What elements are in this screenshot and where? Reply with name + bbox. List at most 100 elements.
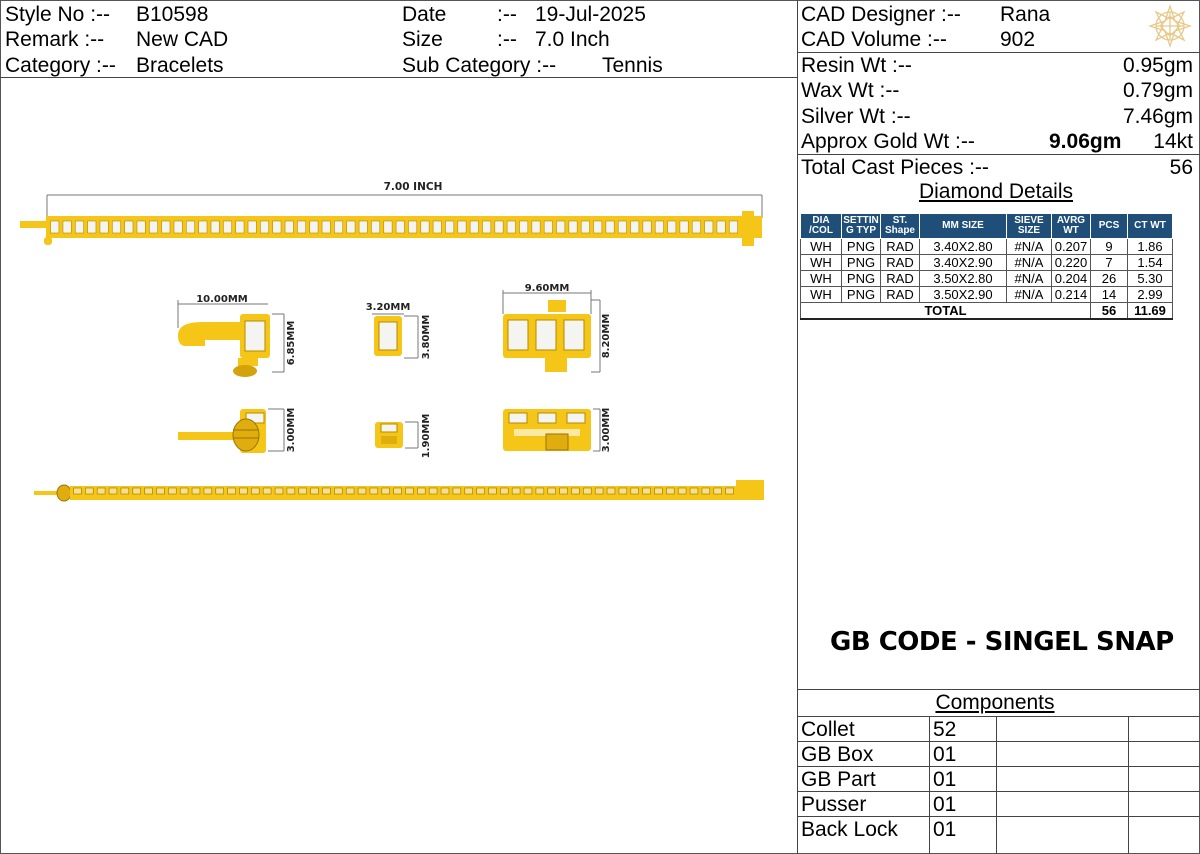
side-link [73, 487, 82, 495]
stone-setting [457, 220, 467, 234]
resin-weight-value: 0.95gm [1122, 54, 1193, 77]
components-col-divider-3 [1128, 716, 1129, 854]
wax-weight-label: Wax Wt :-- [801, 79, 900, 102]
cell-setting: PNG [841, 270, 881, 287]
side-link [642, 487, 651, 495]
clasp-width-label: 10.00MM [196, 294, 248, 305]
cast-pieces-label: Total Cast Pieces :-- [801, 156, 989, 179]
components-title: Components [935, 691, 1055, 714]
stone-setting [210, 220, 220, 234]
side-link [701, 487, 711, 495]
stone-setting [371, 220, 381, 234]
component-name: GB Box [801, 743, 874, 766]
stone-setting [593, 220, 603, 234]
wax-weight-value: 0.79gm [1122, 79, 1193, 102]
side-link [120, 487, 130, 495]
header-average-weight: AVRG WT [1056, 215, 1086, 236]
cell-setting: PNG [841, 286, 881, 303]
cell-avg-wt: 0.204 [1051, 270, 1091, 287]
side-link [488, 487, 497, 495]
cell-dia-col: WH [800, 254, 842, 271]
cell-shape: RAD [880, 286, 920, 303]
cast-pieces-value: 56 [1169, 156, 1193, 179]
side-link [417, 487, 426, 495]
date-value: 19-Jul-2025 [535, 3, 646, 26]
table-row: WH PNG RAD 3.50X2.90 #N/A 0.214 14 2.99 [800, 286, 1173, 303]
total-label: TOTAL [800, 302, 1091, 320]
component-qty: 52 [933, 718, 957, 741]
cell-pcs: 14 [1090, 286, 1128, 303]
category-label: Category :-- [5, 54, 116, 77]
cell-avg-wt: 0.220 [1051, 254, 1091, 271]
diamond-details-table: DIA /COL SETTIN G TYP ST. Shape MM SIZE … [800, 213, 1173, 320]
stone-setting [260, 220, 270, 234]
side-link [618, 487, 628, 495]
remark-value: New CAD [136, 28, 229, 51]
gold-weight-label: Approx Gold Wt :-- [801, 130, 975, 153]
collet-side-view: 1.90MM [375, 414, 432, 458]
side-link [156, 487, 165, 495]
stone-setting [334, 220, 344, 234]
stone-setting [358, 220, 368, 234]
stone-setting [519, 220, 529, 234]
date-separator: :-- [497, 3, 517, 26]
length-dimension: 7.00 INCH [46, 181, 763, 218]
stone-setting [383, 220, 393, 234]
cell-sieve: #N/A [1006, 254, 1052, 271]
header-pcs: PCS [1098, 220, 1120, 231]
header-stone-shape: ST. Shape [884, 215, 915, 236]
side-link [96, 487, 106, 495]
side-link [500, 487, 509, 495]
components-row-divider [797, 741, 1200, 742]
header-dia-col: DIA /COL [809, 215, 833, 236]
stone-setting [580, 220, 590, 234]
remark-label: Remark :-- [5, 28, 105, 51]
side-link [476, 487, 485, 495]
side-link [286, 487, 296, 495]
side-link [85, 487, 94, 495]
cell-pcs: 26 [1090, 270, 1128, 287]
stone-setting [198, 220, 208, 234]
cell-ct-wt: 1.54 [1127, 254, 1173, 271]
cell-shape: RAD [880, 238, 920, 255]
side-link [322, 487, 331, 495]
stone-setting [186, 220, 195, 234]
cell-mm-size: 3.50X2.90 [919, 286, 1007, 303]
stone-setting [87, 220, 97, 234]
stone-setting [728, 220, 738, 234]
diamond-details-title: Diamond Details [918, 180, 1074, 203]
side-link [405, 487, 414, 495]
components-row-divider [797, 791, 1200, 792]
side-link [239, 487, 248, 495]
clasp-height-label: 6.85MM [286, 321, 297, 366]
side-link [334, 487, 343, 495]
gold-karat: 14kt [1153, 130, 1193, 153]
stone-setting [617, 220, 627, 234]
side-link [606, 487, 616, 495]
side-link [713, 487, 722, 495]
cell-mm-size: 3.40X2.80 [919, 238, 1007, 255]
stone-setting [74, 220, 84, 234]
silver-weight-row: Silver Wt :-- 7.46gm [801, 105, 1193, 129]
side-link [215, 487, 224, 495]
cell-avg-wt: 0.214 [1051, 286, 1091, 303]
bracelet-side-links [73, 487, 734, 495]
side-link [428, 487, 438, 495]
header-divider [0, 77, 797, 78]
side-link [108, 487, 118, 495]
side-link [535, 487, 545, 495]
cad-designer-label: CAD Designer :-- [801, 3, 961, 26]
side-link [452, 487, 462, 495]
collet-width-label: 3.20MM [366, 302, 411, 313]
side-link [298, 487, 307, 495]
clasp-side-label: 3.00MM [286, 408, 297, 453]
collet-height-label: 3.80MM [421, 315, 432, 360]
component-qty: 01 [933, 818, 957, 841]
cad-designer-value: Rana [1000, 3, 1051, 26]
subcategory-label: Sub Category :-- [402, 54, 557, 77]
side-link [369, 487, 379, 495]
side-link [393, 487, 402, 495]
components-header-divider [797, 716, 1200, 717]
cell-sieve: #N/A [1006, 238, 1052, 255]
header-setting-type: SETTIN G TYP [843, 215, 879, 236]
